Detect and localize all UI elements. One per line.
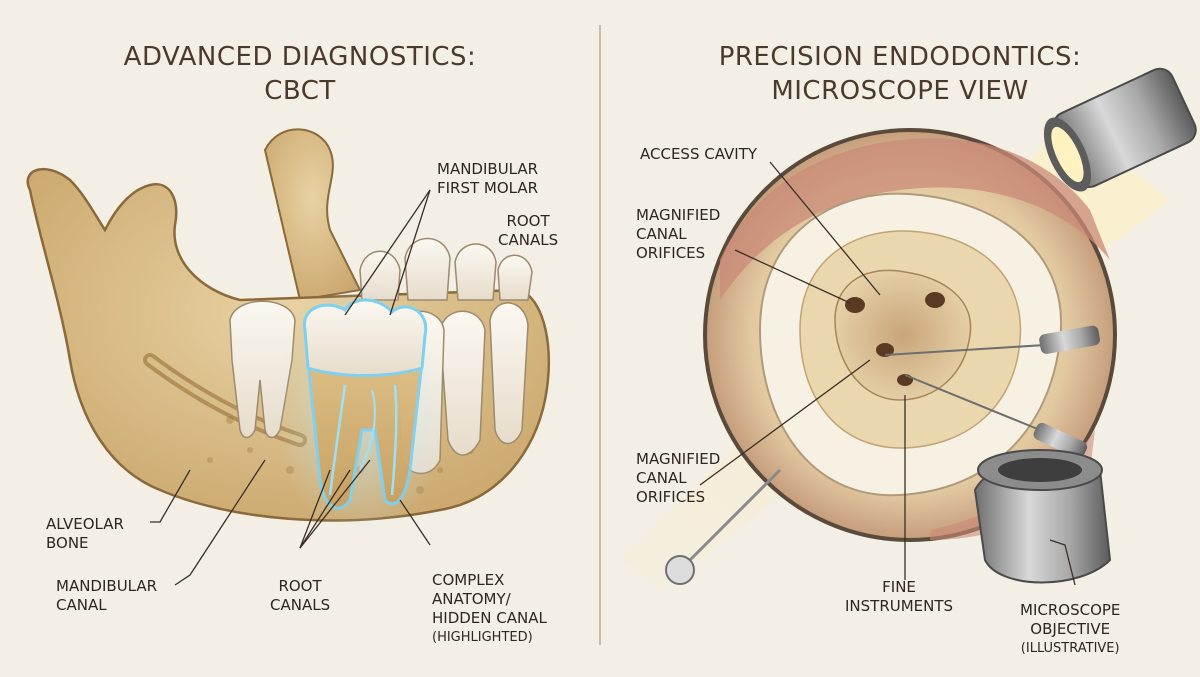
label-fine-instruments: FINE INSTRUMENTS — [845, 578, 954, 615]
left-title-line1: ADVANCED DIAGNOSTICS: — [123, 42, 477, 72]
left-panel-title: ADVANCED DIAGNOSTICS: CBCT — [60, 40, 540, 108]
microscope-illustration — [620, 67, 1197, 590]
complex-anatomy-note: (HIGHLIGHTED) — [432, 630, 533, 645]
label-magnified-canal-orifices-top: MAGNIFIED CANAL ORIFICES — [636, 206, 721, 262]
left-title-line2: CBCT — [264, 76, 336, 106]
microscope-note: (ILLUSTRATIVE) — [1020, 641, 1120, 656]
right-title-line1: PRECISION ENDODONTICS: — [718, 42, 1082, 72]
label-magnified-canal-orifices-bottom: MAGNIFIED CANAL ORIFICES — [636, 450, 721, 506]
microscope-objective-text: MICROSCOPE OBJECTIVE — [1020, 601, 1121, 638]
label-mandibular-first-molar: MANDIBULAR FIRST MOLAR — [437, 160, 539, 197]
right-leader-lines — [699, 161, 1076, 586]
left-leader-lines — [150, 189, 431, 586]
label-access-cavity: ACCESS CAVITY — [640, 145, 758, 163]
label-microscope-objective: MICROSCOPE OBJECTIVE (ILLUSTRATIVE) — [1020, 582, 1120, 677]
label-complex-anatomy: COMPLEX ANATOMY/ HIDDEN CANAL (HIGHLIGHT… — [432, 552, 547, 666]
complex-anatomy-text: COMPLEX ANATOMY/ HIDDEN CANAL — [432, 571, 547, 627]
label-root-canals-top: ROOT CANALS — [498, 212, 559, 249]
label-alveolar-bone: ALVEOLAR BONE — [46, 515, 124, 552]
right-title-line2: MICROSCOPE VIEW — [771, 76, 1029, 106]
mandible-illustration — [26, 128, 551, 540]
label-mandibular-canal: MANDIBULAR CANAL — [56, 577, 158, 614]
label-root-canals-bottom: ROOT CANALS — [270, 577, 331, 614]
right-panel-title: PRECISION ENDODONTICS: MICROSCOPE VIEW — [640, 40, 1160, 108]
